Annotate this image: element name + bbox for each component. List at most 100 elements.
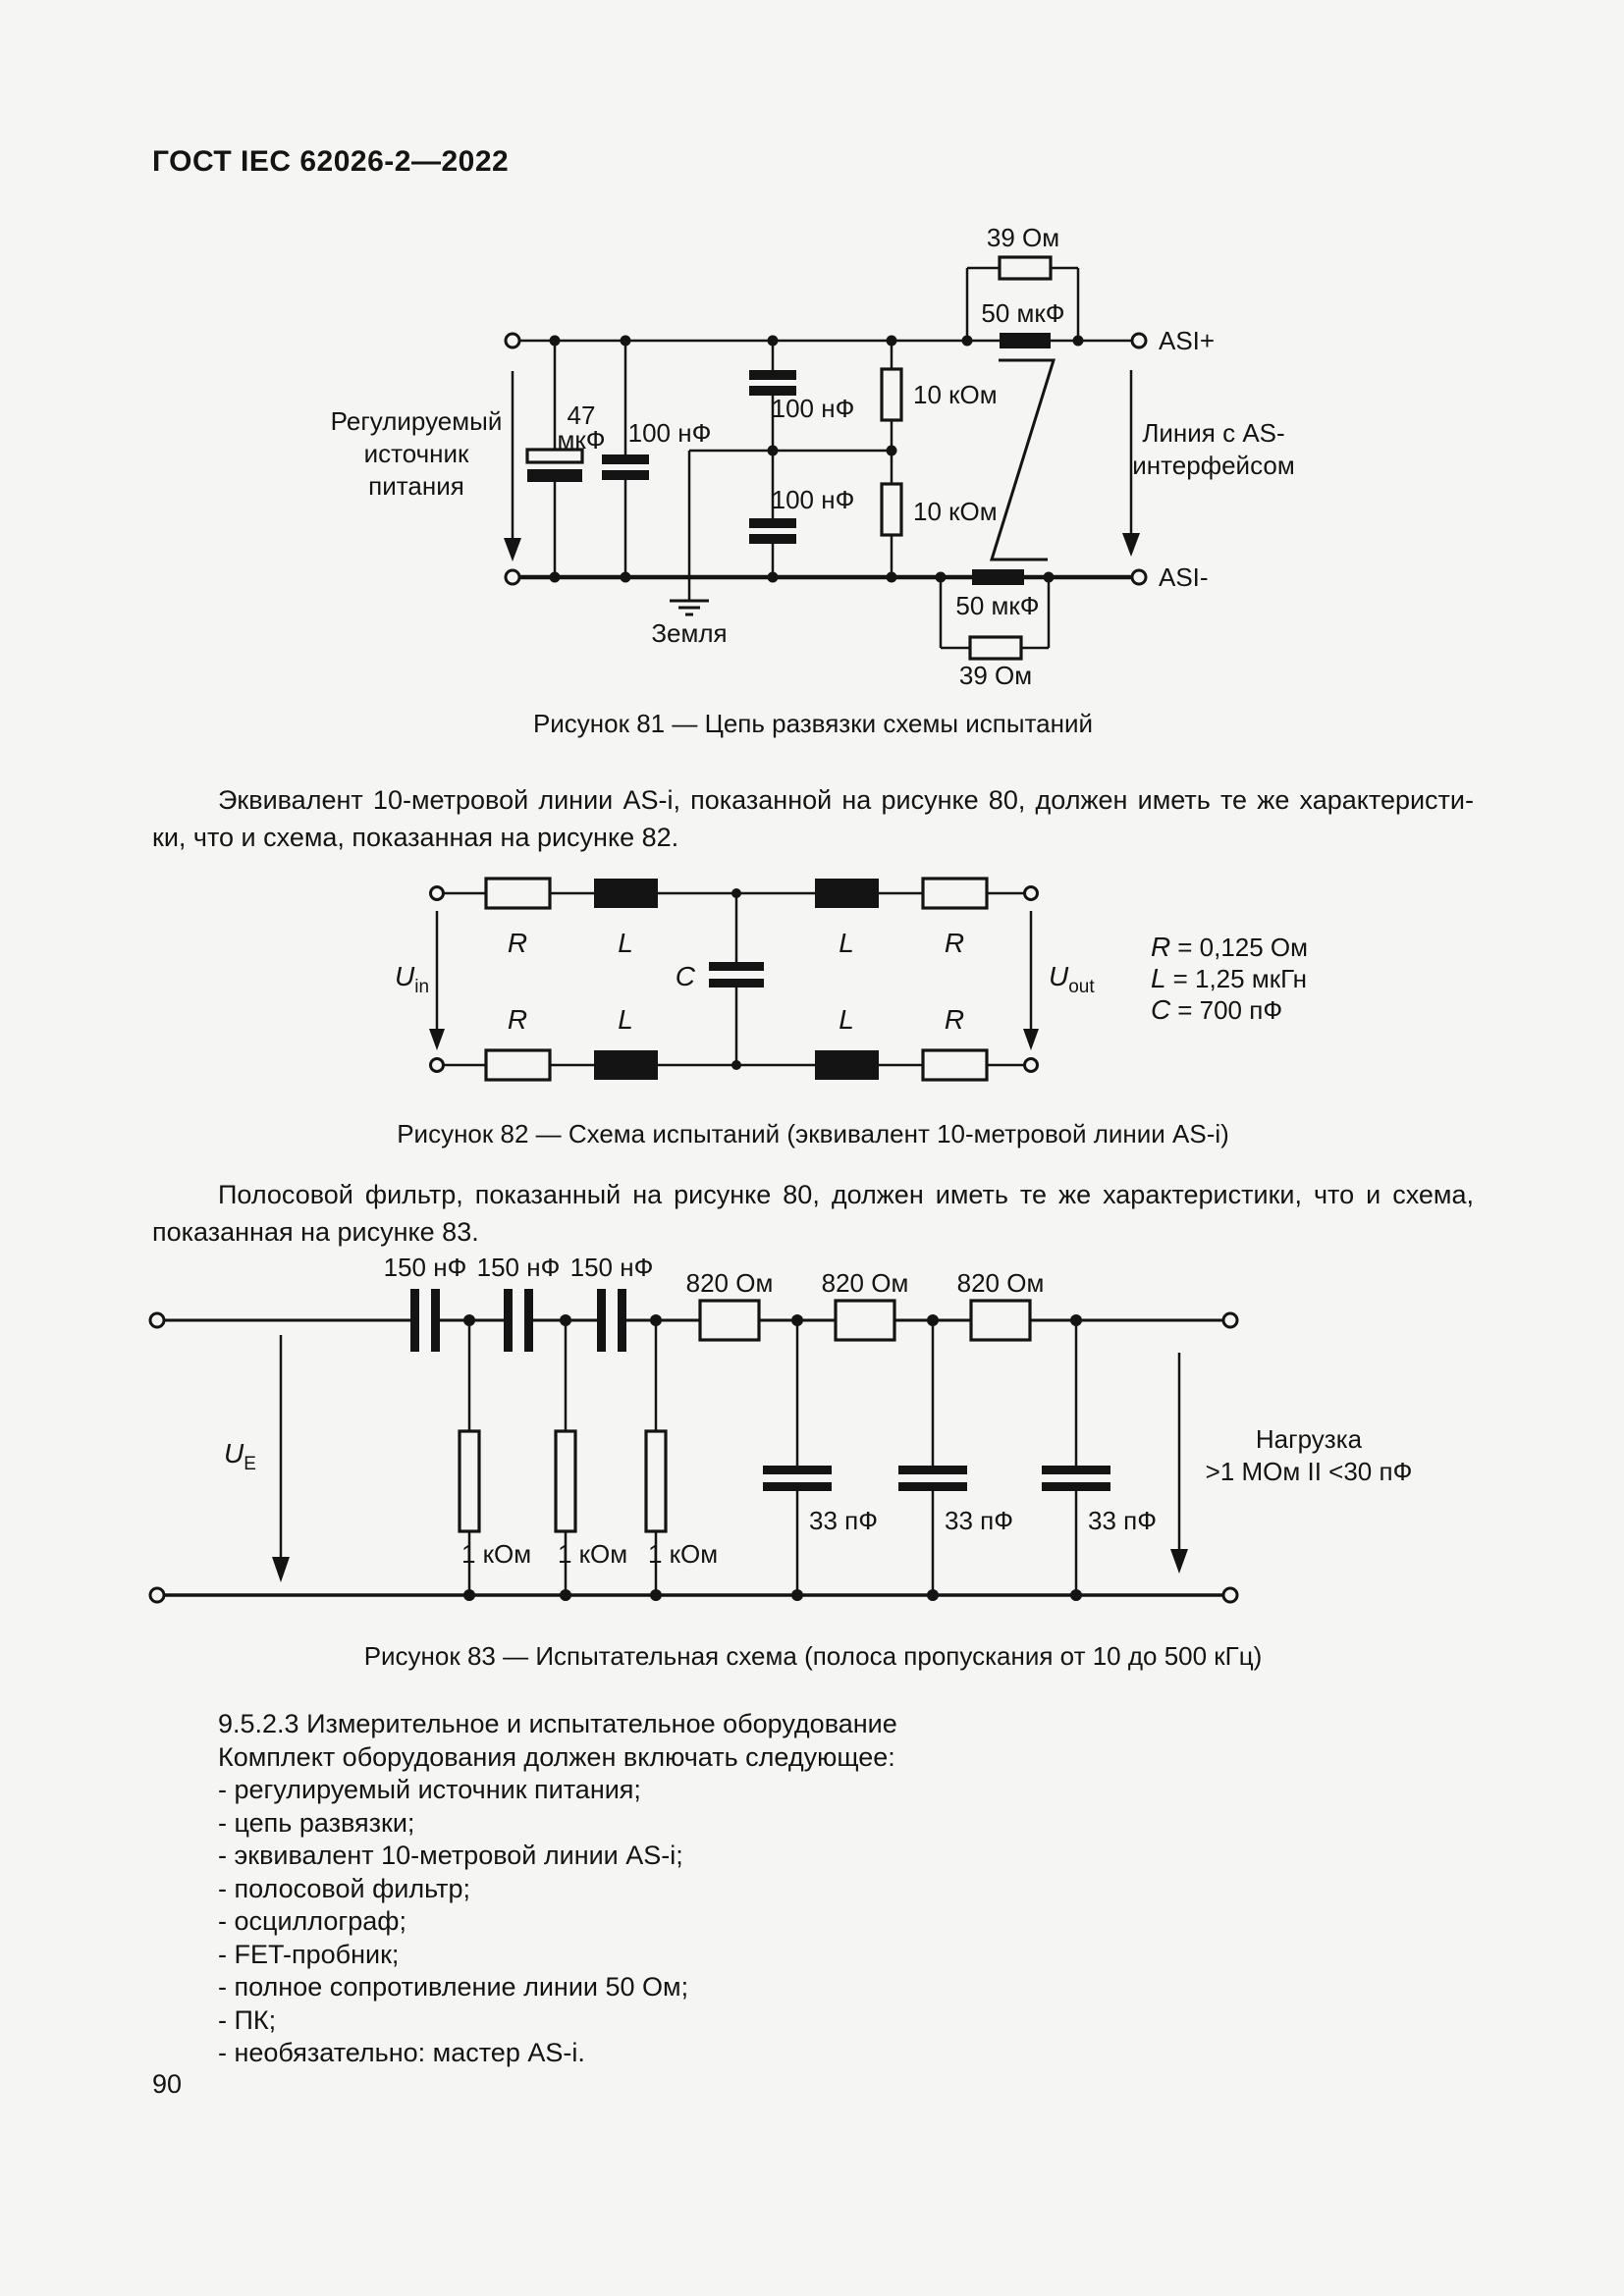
midpoint-wire <box>687 449 892 601</box>
u-out-arrow <box>1023 911 1039 1050</box>
source-label: Регулируемый источник питания <box>331 406 503 501</box>
asi-minus-label: ASI- <box>1159 562 1209 592</box>
list-item: - цепь развязки; <box>218 1807 415 1838</box>
list-item: - регулируемый источник питания; <box>218 1775 641 1804</box>
section-9-5-2-3: 9.5.2.3 Измерительное и испытательное об… <box>218 1708 1475 2070</box>
svg-text:L= 1,25 мкГн: L= 1,25 мкГн <box>1151 963 1307 993</box>
list-item: - ПК; <box>218 2004 277 2035</box>
svg-text:R: R <box>508 1004 527 1035</box>
u-out-label: Uout <box>1049 961 1095 997</box>
svg-text:150 нФ: 150 нФ <box>477 1253 561 1282</box>
resistor-820ohm-1: 820 Ом <box>686 1268 774 1342</box>
parallel-39ohm-50uf-top: 39 Ом 50 мкФ <box>961 223 1084 348</box>
svg-text:L: L <box>618 1004 633 1035</box>
svg-text:50 мкФ: 50 мкФ <box>955 591 1039 620</box>
asi-minus-terminal <box>1130 568 1148 586</box>
as-interface-line-label: Линия с AS- интерфейсом <box>1132 418 1294 480</box>
svg-text:150 нФ: 150 нФ <box>384 1253 467 1282</box>
list-item: - FET-пробник; <box>218 1939 400 1969</box>
inductor-l-bottom-left <box>594 1050 658 1080</box>
resistor-10kohm-series: 10 кОм 10 кОм <box>880 335 998 583</box>
paragraph-2-line-1: Полосовой фильтр, показанный на рисунке … <box>218 1180 1474 1209</box>
svg-text:мкФ: мкФ <box>557 425 605 454</box>
section-heading: 9.5.2.3 Измерительное и испытательное об… <box>218 1709 897 1738</box>
inductor-l-top-right <box>815 879 879 908</box>
resistor-820ohm-2: 820 Ом <box>822 1268 909 1342</box>
paragraph-1: Эквивалент 10-метровой линии AS-i, показ… <box>152 781 1474 856</box>
asi-plus-label: ASI+ <box>1159 326 1215 355</box>
resistor-1kohm-2: 1 кОм <box>554 1314 627 1601</box>
paragraph-1-line-2: ки, что и схема, показанная на рисунке 8… <box>152 823 679 852</box>
figure-83-caption: Рисунок 83 — Испытательная схема (полоса… <box>363 1641 1263 1671</box>
resistor-r-bottom-right <box>921 1048 989 1082</box>
figure-82-legend: R= 0,125 Ом L= 1,25 мкГн C= 700 пФ <box>1151 932 1308 1025</box>
resistor-1kohm-3: 1 кОм <box>644 1314 718 1601</box>
svg-text:150 нФ: 150 нФ <box>570 1253 654 1282</box>
capacitor-47uf: 47 мкФ <box>525 335 606 583</box>
load-arrow <box>1170 1353 1188 1574</box>
section-intro: Комплект оборудования должен включать сл… <box>218 1741 895 1772</box>
u-in-label: Uin <box>395 961 429 997</box>
capacitor-150nf-2: 150 нФ <box>477 1253 561 1352</box>
u-in-arrow <box>429 911 445 1050</box>
svg-text:C: C <box>676 961 696 991</box>
parallel-39ohm-50uf-bottom: 50 мкФ 39 Ом <box>935 569 1055 690</box>
resistor-39ohm-top <box>998 255 1053 281</box>
load-label: Нагрузка >1 МОм II <30 пФ <box>1206 1424 1413 1486</box>
capacitor-33pf-3: 33 пФ <box>1042 1314 1157 1601</box>
asi-plus-terminal <box>1130 332 1148 349</box>
list-item: - полосовой фильтр; <box>218 1873 470 1903</box>
u-e-label: UE <box>224 1438 256 1474</box>
capacitor-33pf-1: 33 пФ <box>763 1314 878 1601</box>
figure-82-caption: Рисунок 82 — Схема испытаний (эквивалент… <box>397 1119 1229 1148</box>
capacitor-50uf-bottom <box>972 569 1024 585</box>
svg-text:10 кОм: 10 кОм <box>913 497 998 526</box>
svg-text:L: L <box>618 928 633 958</box>
svg-text:C= 700 пФ: C= 700 пФ <box>1151 994 1282 1025</box>
capacitor-c: C <box>676 888 764 1070</box>
resistor-820ohm-3: 820 Ом <box>957 1268 1044 1342</box>
resistor-r-bottom-left <box>484 1048 552 1082</box>
source-terminal-plus <box>504 332 521 349</box>
resistor-r-top-right <box>921 877 989 910</box>
page-number: 90 <box>152 2069 183 2099</box>
resistor-39ohm-bottom <box>968 635 1023 661</box>
svg-text:>1 МОм II <30 пФ: >1 МОм II <30 пФ <box>1206 1457 1413 1486</box>
inductor-l-top-left <box>594 879 658 908</box>
figure-83-bandpass-circuit: UE 150 нФ 150 нФ 150 нФ 1 кОм <box>148 1253 1413 1604</box>
u-e-arrow <box>272 1335 290 1582</box>
svg-text:820 Ом: 820 Ом <box>686 1268 774 1298</box>
svg-text:Линия с AS-: Линия с AS- <box>1142 418 1284 448</box>
svg-text:L: L <box>839 928 854 958</box>
list-item: - эквивалент 10-метровой линии AS-i; <box>218 1841 683 1870</box>
z-network-symbol <box>989 358 1056 561</box>
ground-symbol: Земля <box>651 599 728 648</box>
as-interface-line-arrow <box>1122 370 1140 557</box>
resistor-1kohm-1: 1 кОм <box>458 1314 531 1601</box>
svg-text:100 нФ: 100 нФ <box>772 485 855 514</box>
svg-text:39 Ом: 39 Ом <box>959 661 1032 690</box>
svg-text:50 мкФ: 50 мкФ <box>981 298 1064 328</box>
svg-text:47: 47 <box>568 400 596 430</box>
capacitor-100nf-left: 100 нФ <box>602 335 712 583</box>
svg-text:1 кОм: 1 кОм <box>648 1539 718 1569</box>
svg-text:источник: источник <box>364 439 469 468</box>
source-voltage-arrow <box>504 371 521 561</box>
svg-text:R: R <box>508 928 527 958</box>
resistor-r-top-left <box>484 877 552 910</box>
figure-82-test-circuit: R L L R R L L R C Uin <box>395 877 1308 1082</box>
svg-text:100 нФ: 100 нФ <box>628 418 712 448</box>
svg-text:820 Ом: 820 Ом <box>822 1268 909 1298</box>
svg-text:питания: питания <box>368 471 464 501</box>
svg-text:1 кОм: 1 кОм <box>558 1539 627 1569</box>
svg-text:Регулируемый: Регулируемый <box>331 406 503 436</box>
document-title: ГОСТ IEC 62026-2—2022 <box>152 145 510 178</box>
svg-text:10 кОм: 10 кОм <box>913 380 998 409</box>
capacitor-50uf-top <box>1000 333 1051 348</box>
capacitor-150nf-3: 150 нФ <box>570 1253 654 1352</box>
inductor-l-bottom-right <box>815 1050 879 1080</box>
capacitor-100nf-series: 100 нФ 100 нФ <box>749 335 855 583</box>
figure-81-decoupling-circuit: Регулируемый источник питания 47 мкФ 100… <box>331 223 1295 690</box>
figure-81-caption: Рисунок 81 — Цепь развязки схемы испытан… <box>532 709 1094 738</box>
